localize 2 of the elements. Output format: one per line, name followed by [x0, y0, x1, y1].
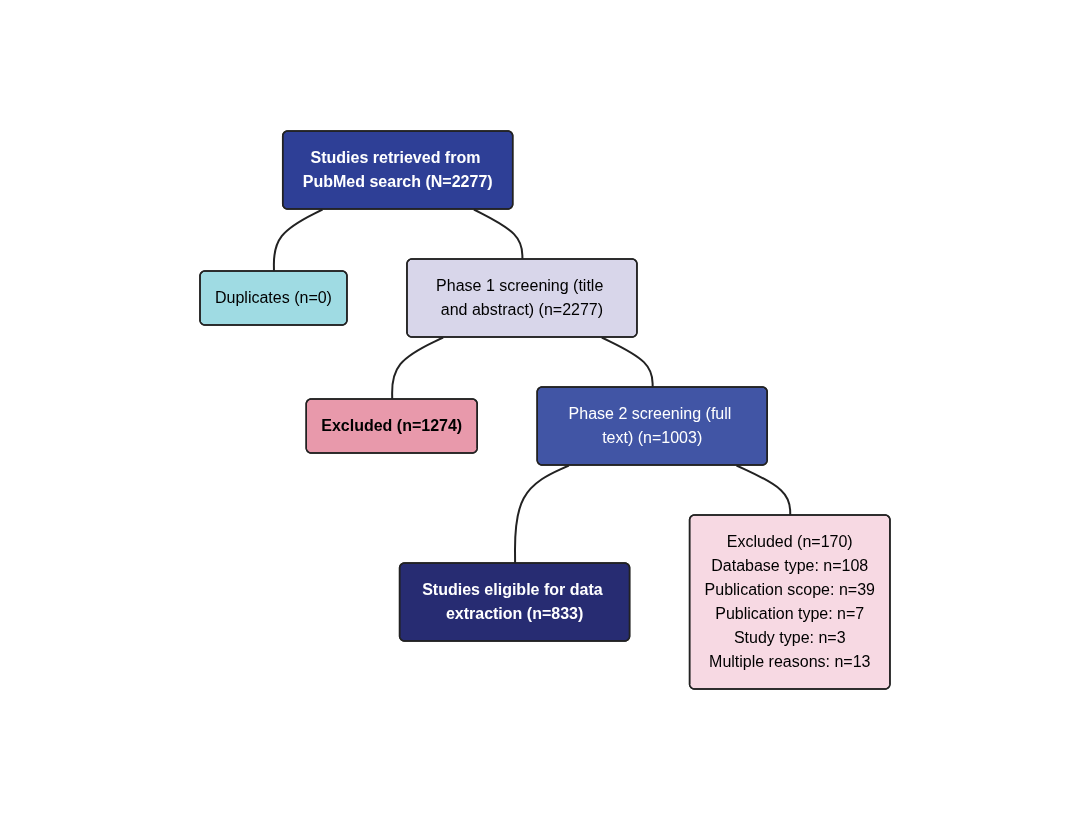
- connector: [272, 208, 324, 273]
- connector: [472, 208, 524, 261]
